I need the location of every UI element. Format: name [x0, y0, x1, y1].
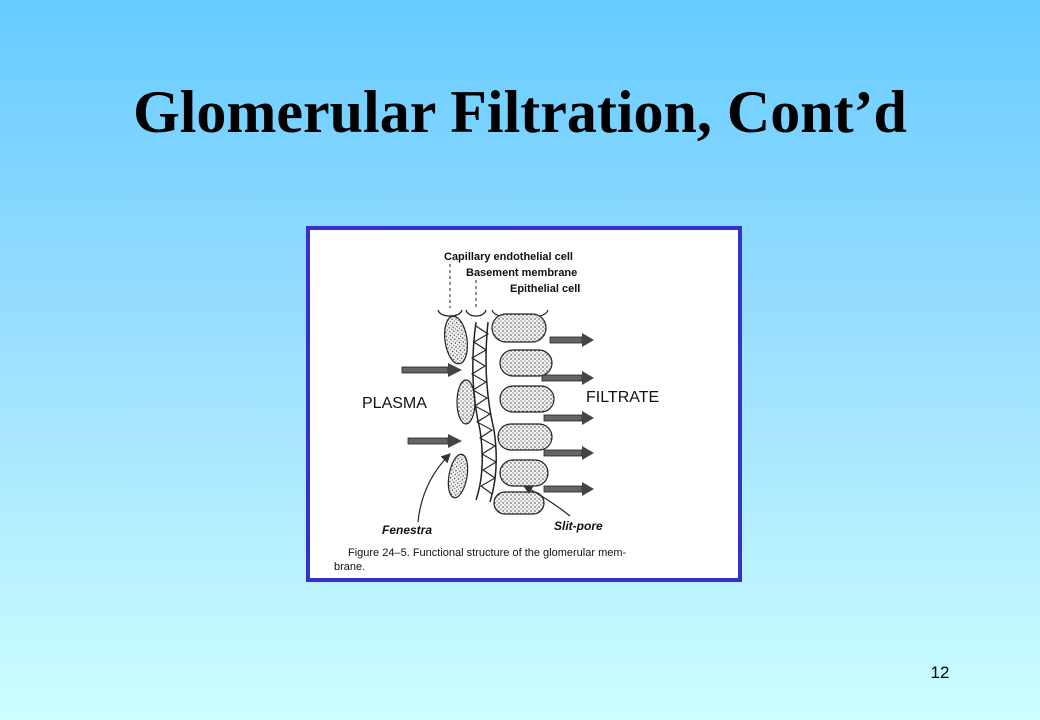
bracket-basement [465, 309, 487, 317]
filtrate-flow-arrow [543, 411, 594, 425]
label-basement-membrane: Basement membrane [466, 267, 577, 279]
filtrate-flow-arrow [541, 371, 594, 385]
epithelial-cell [499, 385, 555, 413]
label-fenestra: Fenestra [382, 523, 432, 537]
basement-membrane-braid [470, 325, 498, 495]
epithelial-cell [491, 313, 547, 343]
figure-caption-line-2: brane. [334, 561, 365, 573]
bracket-endothelial [437, 309, 463, 317]
endothelial-cell [447, 453, 469, 499]
epithelial-cell [499, 459, 549, 487]
endothelial-cell [444, 315, 468, 365]
basement-membrane-left-edge [472, 321, 483, 501]
epithelial-cell [497, 423, 553, 451]
label-epithelial-cell: Epithelial cell [510, 283, 580, 295]
figure-caption-line-1: Figure 24–5. Functional structure of the… [348, 547, 627, 559]
label-slit-pore: Slit-pore [554, 519, 603, 533]
endothelial-cell [456, 379, 476, 425]
epithelial-cell [493, 491, 545, 515]
label-capillary-endothelial-cell: Capillary endothelial cell [444, 251, 573, 263]
plasma-flow-arrow [401, 363, 462, 377]
filtrate-flow-arrow [543, 482, 594, 496]
label-filtrate: FILTRATE [586, 389, 659, 406]
slide-title: Glomerular Filtration, Cont’d [133, 79, 907, 145]
label-plasma: PLASMA [362, 395, 427, 412]
epithelial-cell [499, 349, 553, 377]
slide-number: 12 [930, 663, 950, 682]
pointer-fenestra [417, 453, 451, 523]
filtrate-flow-arrow [543, 446, 594, 460]
plasma-flow-arrow [407, 434, 462, 448]
pointer-slit-pore [522, 485, 571, 517]
glomerular-membrane-diagram: Capillary endothelial cell Basement memb… [334, 251, 659, 573]
figure-frame: Capillary endothelial cell Basement memb… [306, 226, 742, 582]
basement-membrane-right-edge [485, 321, 497, 503]
filtrate-flow-arrow [549, 333, 594, 347]
